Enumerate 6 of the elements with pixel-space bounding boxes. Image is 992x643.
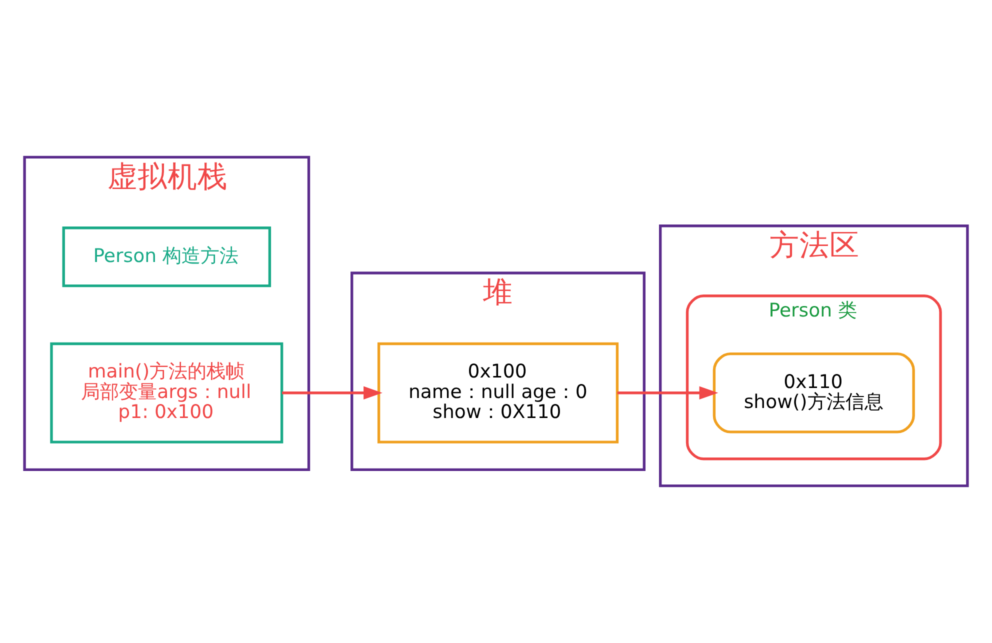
node-box: Person 构造方法 xyxy=(62,226,272,288)
arrow xyxy=(617,386,718,400)
node-box: 0x110 show()方法信息 xyxy=(712,352,915,434)
node-box: main()方法的栈帧 局部变量args：null p1: 0x100 xyxy=(50,342,284,444)
arrow xyxy=(282,386,382,400)
node-box: 0x100 name：null age：0 show：0X110 xyxy=(377,342,619,444)
